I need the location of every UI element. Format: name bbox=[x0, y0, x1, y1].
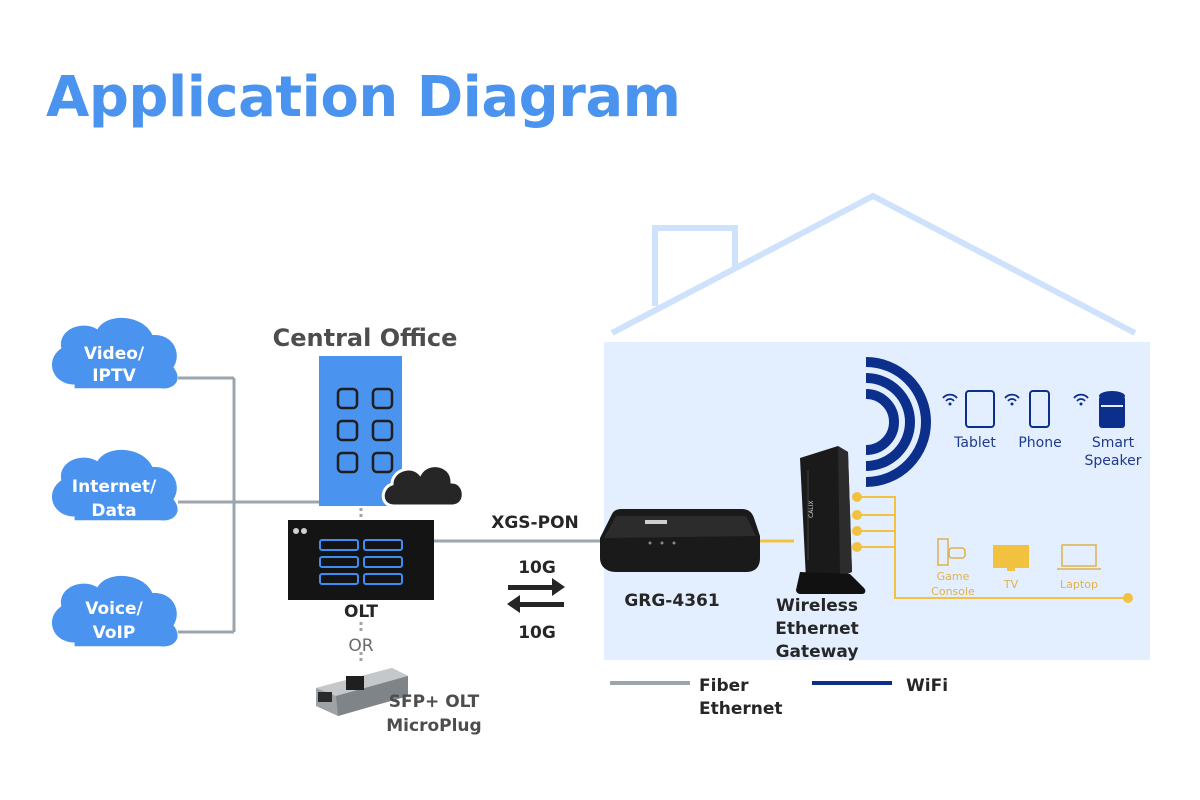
wired-device-label: Console bbox=[931, 585, 975, 598]
gateway-device: CALIX bbox=[796, 446, 866, 594]
wifi-device-phone: Phone bbox=[1004, 390, 1062, 451]
sfp-microplug-label: SFP+ OLT bbox=[389, 692, 480, 712]
house-roof bbox=[610, 192, 1137, 336]
service-cloud-internet: Internet/ Data bbox=[51, 449, 178, 521]
tv-icon bbox=[993, 545, 1029, 571]
legend-fiber-ethernet-label: Fiber bbox=[699, 676, 749, 696]
cloud-icon bbox=[381, 464, 465, 508]
wifi-device-label: Tablet bbox=[953, 435, 996, 451]
service-cloud-label: Data bbox=[91, 501, 136, 521]
svg-text:CALIX: CALIX bbox=[808, 500, 815, 518]
phone-icon bbox=[1029, 390, 1050, 428]
downstream-speed-label: 10G bbox=[518, 558, 556, 578]
smart-speaker-icon bbox=[1099, 391, 1125, 428]
wifi-icon bbox=[1073, 393, 1089, 402]
central-office-label: Central Office bbox=[273, 324, 458, 352]
legend-wifi-label: WiFi bbox=[906, 676, 948, 696]
wifi-icon bbox=[942, 393, 958, 402]
wifi-device-label: Smart bbox=[1092, 435, 1135, 451]
wired-device-laptop: Laptop bbox=[1057, 544, 1101, 591]
xgs-pon-label: XGS-PON bbox=[491, 513, 579, 533]
service-cloud-label: Video/ bbox=[84, 344, 145, 364]
service-cloud-video: Video/ IPTV bbox=[51, 317, 178, 389]
fiber-lines bbox=[178, 376, 602, 664]
olt-label: OLT bbox=[344, 602, 378, 622]
sfp-microplug-image bbox=[316, 668, 408, 716]
or-label: OR bbox=[348, 636, 373, 656]
ont-label: GRG-4361 bbox=[624, 591, 719, 611]
wired-device-label: Laptop bbox=[1060, 578, 1098, 591]
service-cloud-label: VoIP bbox=[93, 623, 136, 643]
gateway-label: Ethernet bbox=[775, 619, 859, 639]
ethernet-ports bbox=[852, 492, 1133, 603]
central-office-building bbox=[319, 356, 465, 508]
ont-device bbox=[600, 509, 760, 572]
gateway-label: Wireless bbox=[776, 596, 858, 616]
house-body bbox=[604, 342, 1150, 660]
sfp-microplug-label: MicroPlug bbox=[386, 716, 481, 736]
wifi-icon bbox=[1004, 393, 1020, 402]
laptop-icon bbox=[1057, 544, 1101, 570]
gateway-label: Gateway bbox=[776, 642, 859, 662]
wired-device-game-console: Game Console bbox=[931, 538, 975, 598]
wired-device-label: Game bbox=[937, 570, 970, 583]
service-cloud-label: IPTV bbox=[92, 366, 136, 386]
service-cloud-label: Voice/ bbox=[85, 599, 143, 619]
house-chimney bbox=[652, 225, 738, 306]
wired-device-tv: TV bbox=[993, 545, 1029, 591]
page-title: Application Diagram bbox=[46, 65, 681, 130]
upstream-speed-label: 10G bbox=[518, 623, 556, 643]
service-cloud-voice: Voice/ VoIP bbox=[51, 575, 178, 647]
olt-device bbox=[288, 520, 434, 600]
legend-fiber-ethernet-label: Ethernet bbox=[699, 699, 783, 719]
wifi-device-speaker: Smart Speaker bbox=[1073, 391, 1142, 469]
service-cloud-label: Internet/ bbox=[72, 477, 157, 497]
ethernet-lines bbox=[858, 496, 1128, 599]
legend: Fiber Ethernet WiFi bbox=[610, 676, 948, 719]
wifi-signal-icon bbox=[865, 357, 931, 487]
wifi-device-tablet: Tablet bbox=[942, 390, 996, 451]
game-console-icon bbox=[937, 538, 966, 566]
wifi-device-label: Phone bbox=[1018, 435, 1061, 451]
bidirectional-arrows-icon bbox=[507, 578, 565, 613]
wifi-device-label: Speaker bbox=[1085, 453, 1142, 469]
wired-device-label: TV bbox=[1003, 578, 1019, 591]
tablet-icon bbox=[965, 390, 995, 428]
